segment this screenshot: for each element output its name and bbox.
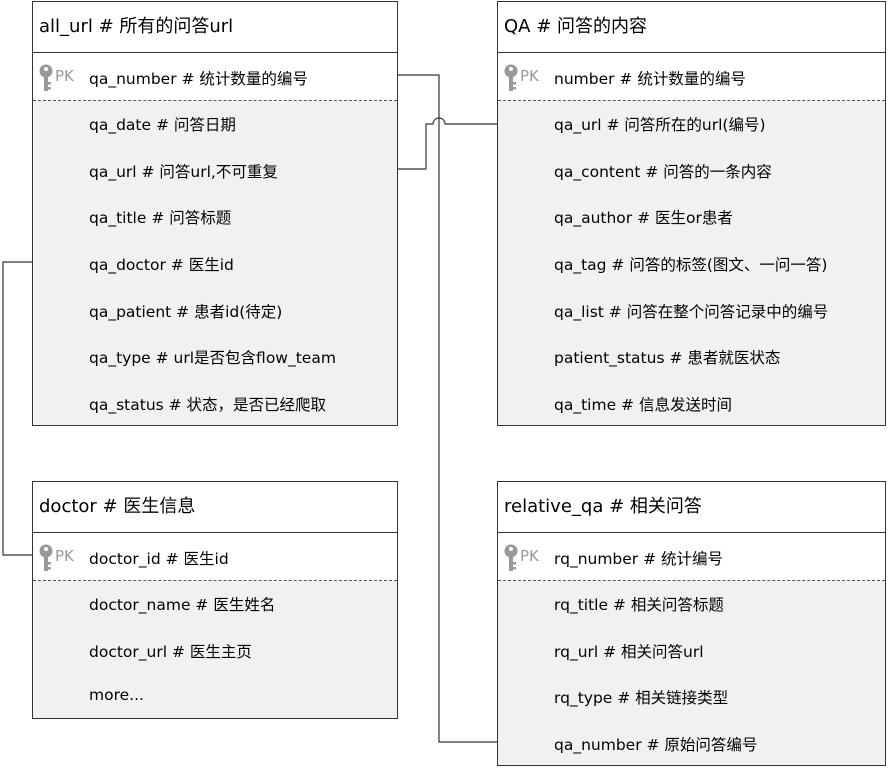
link-qa-url (397, 117, 498, 170)
key-icon (39, 544, 53, 571)
primary-key-row: PK rq_number # 统计编号 (498, 533, 885, 581)
field-label: qa_list # 问答在整个问答记录中的编号 (554, 302, 829, 321)
field-label: qa_content # 问答的一条内容 (554, 162, 772, 181)
field-row: qa_title # 问答标题 (33, 194, 397, 241)
field-row: more... (33, 674, 397, 721)
field-row: rq_title # 相关问答标题 (498, 581, 885, 628)
field-row: qa_number # 原始问答编号 (498, 721, 885, 768)
field-row: qa_time # 信息发送时间 (498, 381, 885, 428)
field-row: qa_date # 问答日期 (33, 101, 397, 148)
field-label: qa_title # 问答标题 (89, 209, 232, 228)
field-row: qa_url # 问答所在的url(编号) (498, 101, 885, 148)
field-label: qa_url # 问答url,不可重复 (89, 162, 278, 181)
pk-field: doctor_id # 医生id (89, 550, 229, 568)
field-row: qa_author # 医生or患者 (498, 194, 885, 241)
field-label: doctor_name # 医生姓名 (89, 596, 276, 614)
field-label: qa_author # 医生or患者 (554, 209, 733, 228)
field-row: qa_list # 问答在整个问答记录中的编号 (498, 288, 885, 335)
table-title: doctor # 医生信息 (33, 482, 397, 533)
field-label: qa_doctor # 医生id (89, 256, 234, 275)
table-relative-qa: relative_qa # 相关问答 PK rq_number # 统计编号 r… (497, 481, 886, 766)
link-qa-number-relative (397, 74, 498, 743)
key-icon (504, 64, 518, 91)
pk-field: qa_number # 统计数量的编号 (89, 70, 308, 88)
field-row: qa_patient # 患者id(待定) (33, 288, 397, 335)
pk-badge: PK (520, 67, 539, 85)
field-label: doctor_url # 医生主页 (89, 642, 252, 661)
field-row: qa_tag # 问答的标签(图文、一问一答) (498, 241, 885, 288)
field-row: rq_url # 相关问答url (498, 628, 885, 675)
table-title: relative_qa # 相关问答 (498, 482, 885, 533)
field-label: more... (89, 686, 144, 705)
field-label: patient_status # 患者就医状态 (554, 349, 781, 368)
field-label: qa_type # url是否包含flow_team (89, 349, 336, 368)
field-label: rq_type # 相关链接类型 (554, 689, 729, 708)
field-label: qa_number # 原始问答编号 (554, 736, 758, 755)
field-row: qa_doctor # 医生id (33, 241, 397, 288)
field-row: rq_type # 相关链接类型 (498, 674, 885, 721)
field-label: rq_url # 相关问答url (554, 642, 704, 661)
link-doctor-id (2, 261, 33, 556)
pk-field: rq_number # 统计编号 (554, 550, 724, 568)
pk-field: number # 统计数量的编号 (554, 70, 746, 88)
table-qa: QA # 问答的内容 PK number # 统计数量的编号 qa_url # … (497, 1, 886, 426)
field-row: doctor_url # 医生主页 (33, 628, 397, 675)
table-all-url: all_url # 所有的问答url PK qa_number # 统计数量的编… (32, 1, 398, 426)
primary-key-row: PK doctor_id # 医生id (33, 533, 397, 581)
table-doctor: doctor # 医生信息 PK doctor_id # 医生id doctor… (32, 481, 398, 719)
primary-key-row: PK qa_number # 统计数量的编号 (33, 53, 397, 101)
key-icon (504, 544, 518, 571)
field-label: qa_tag # 问答的标签(图文、一问一答) (554, 256, 828, 275)
primary-key-row: PK number # 统计数量的编号 (498, 53, 885, 101)
table-title: all_url # 所有的问答url (33, 2, 397, 53)
field-label: qa_date # 问答日期 (89, 116, 236, 134)
field-row: qa_status # 状态，是否已经爬取 (33, 381, 397, 428)
field-row: patient_status # 患者就医状态 (498, 334, 885, 381)
field-row: qa_content # 问答的一条内容 (498, 148, 885, 195)
pk-badge: PK (55, 67, 74, 85)
field-row: qa_type # url是否包含flow_team (33, 334, 397, 381)
field-label: qa_status # 状态，是否已经爬取 (89, 396, 327, 415)
pk-badge: PK (520, 547, 539, 565)
table-title: QA # 问答的内容 (498, 2, 885, 53)
field-label: qa_url # 问答所在的url(编号) (554, 116, 766, 134)
field-row: doctor_name # 医生姓名 (33, 581, 397, 628)
key-icon (39, 64, 53, 91)
field-label: qa_patient # 患者id(待定) (89, 302, 283, 321)
field-label: rq_title # 相关问答标题 (554, 596, 724, 614)
field-row: qa_url # 问答url,不可重复 (33, 148, 397, 195)
field-label: qa_time # 信息发送时间 (554, 396, 732, 415)
pk-badge: PK (55, 547, 74, 565)
